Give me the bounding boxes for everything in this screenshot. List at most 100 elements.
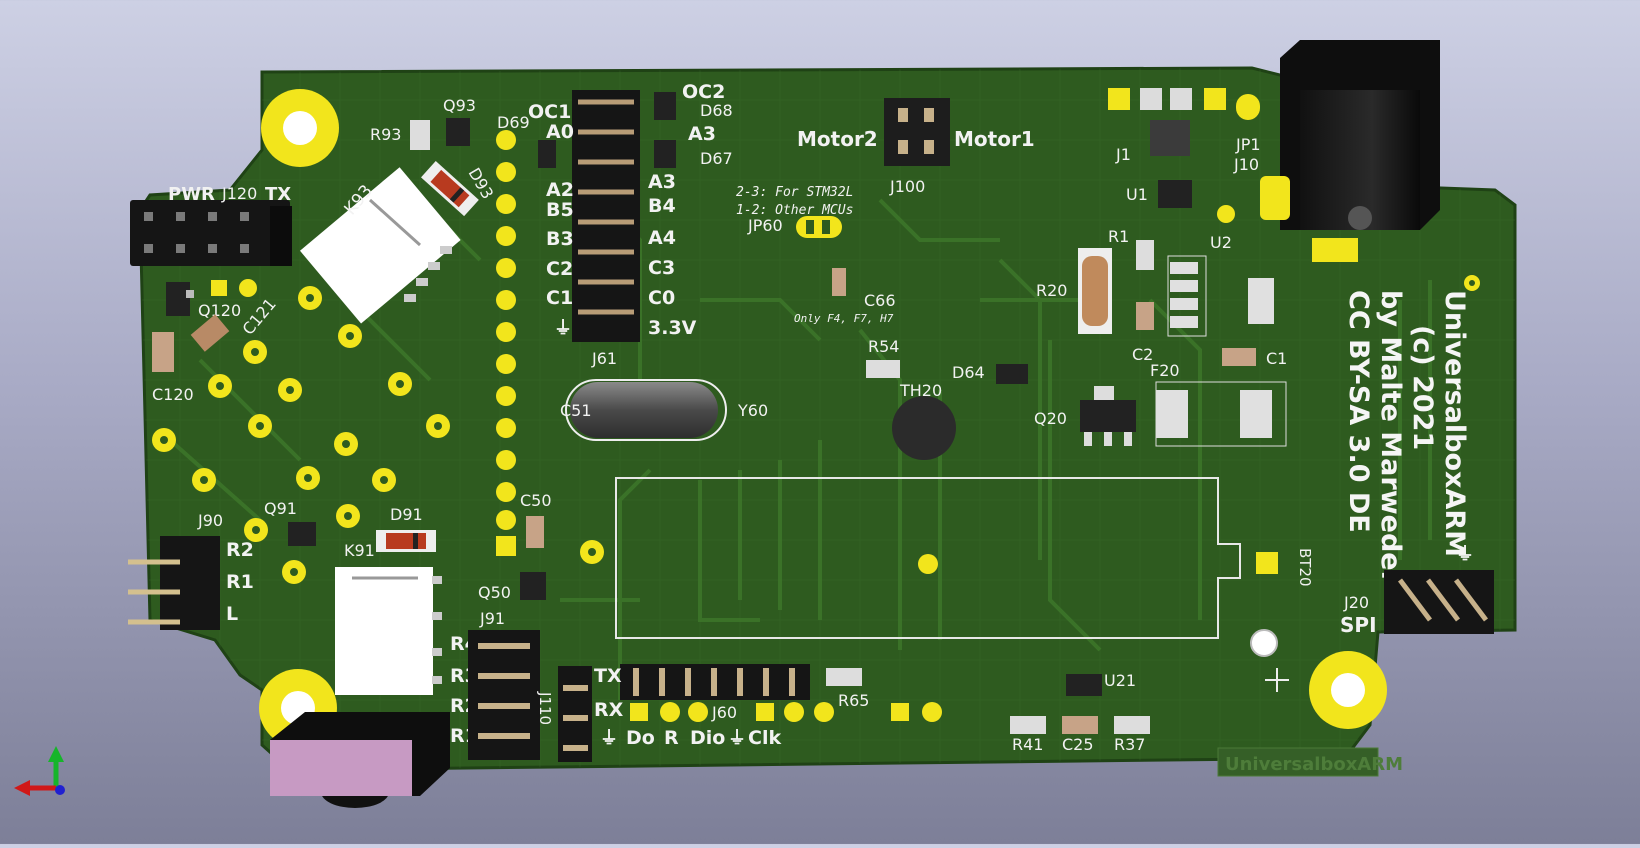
corner-label: UniversalboxARM [1217,747,1403,777]
label-j100: J100 [889,177,925,196]
label-j1: J1 [1115,145,1131,164]
label-d68: D68 [700,101,733,120]
ic-u1 [1158,180,1192,208]
label-a2: A2 [546,179,574,201]
axis-gizmo [14,746,65,796]
label-b3: B3 [546,228,574,250]
ic-u2 [1167,255,1274,337]
label-y60: Y60 [737,401,768,420]
label-j90-l: L [226,603,238,625]
label-a4: A4 [648,227,676,249]
label-c2: C2 [546,258,573,280]
label-c0: C0 [648,287,675,309]
label-pwr: PWR [168,184,215,205]
label-c3: C3 [648,257,675,279]
label-tx-top: TX [265,184,291,205]
label-dio: Dio [690,727,725,749]
cap-c25 [1062,716,1098,734]
cap-c50 [526,516,544,548]
pad [1256,552,1278,574]
label-r54: R54 [868,337,899,356]
header-j120[interactable] [130,200,292,266]
header-j91[interactable] [468,630,540,760]
label-c51: C51 [560,401,592,420]
diode-d67 [654,140,676,168]
header-j100[interactable] [884,98,950,166]
header-j60[interactable] [620,664,810,700]
label-j90-r1: R1 [226,571,254,593]
label-j90-r2: R2 [226,539,254,561]
label-3v3: 3.3V [648,317,697,339]
dc-jack-j10[interactable] [1260,40,1440,262]
diode-d93 [421,161,479,217]
resistor-r37 [1114,716,1150,734]
header-j90[interactable] [128,536,220,630]
label-j10: J10 [1233,155,1259,174]
label-d91: D91 [390,505,423,524]
label-c25: C25 [1062,735,1094,754]
diode-d68 [654,92,676,120]
label-oc1: OC1 [528,101,571,123]
label-q50: Q50 [478,583,511,602]
jumper-jp1[interactable] [1236,94,1260,120]
j60-pads [630,702,942,722]
label-j20: J20 [1343,593,1369,612]
connector-j1[interactable] [1108,88,1226,156]
label-th20: TH20 [899,381,942,400]
resistor-r54 [866,360,900,378]
label-c1: C1 [546,287,573,309]
title-line-1: UniversalboxARM [1439,290,1470,557]
label-spi: SPI [1340,613,1377,637]
label-jp1: JP1 [1235,135,1261,154]
label-gnd-spi: ⏚ [1456,544,1474,565]
label-r: R [664,727,679,749]
label-r65: R65 [838,691,869,710]
label-a3: A3 [688,123,716,145]
header-j61[interactable] [572,90,640,342]
label-c120: C120 [152,385,194,404]
label-u21: U21 [1104,671,1136,690]
label-a0: A0 [546,121,574,143]
label-q93: Q93 [443,96,476,115]
cap-note: Only F4, F7, H7 [794,312,894,325]
label-c2: C2 [1132,345,1153,364]
label-motor2: Motor2 [797,127,878,151]
label-j61: J61 [591,349,617,368]
cap-c120 [152,332,174,372]
title-line-3: by Malte Marwedel [1375,290,1406,580]
label-b4: B4 [648,195,676,217]
label-c1: C1 [1266,349,1287,368]
cap-c1 [1222,348,1256,366]
buzzer-block [270,712,450,808]
cap-c2 [1136,302,1154,330]
label-rx: RX [594,699,624,721]
label-jp60: JP60 [747,216,783,235]
pcb-board [138,66,1517,772]
relay-k91 [335,567,442,695]
label-q120: Q120 [198,301,241,320]
svg-text:UniversalboxARM: UniversalboxARM [1225,754,1403,775]
header-j20[interactable] [1384,570,1494,634]
label-gnd-1: ⏚ [600,728,618,749]
label-bt20: BT20 [1296,548,1314,587]
ic-u21 [1066,674,1102,696]
header-j110[interactable] [558,666,592,762]
transistor-q50 [520,572,546,600]
label-k91: K91 [344,541,375,560]
label-gnd-j61: ⏚ [554,318,572,339]
component-q120 [166,282,194,316]
cap-c66 [832,268,846,296]
label-b5: B5 [546,199,574,221]
label-d67: D67 [700,149,733,168]
diode-d91 [376,530,436,552]
label-r93: R93 [370,125,401,144]
label-c50: C50 [520,491,552,510]
transistor-q91 [288,522,316,546]
jumper-jp60[interactable] [796,216,842,238]
label-r20: R20 [1036,281,1067,300]
label-f20: F20 [1150,361,1180,380]
label-q20: Q20 [1034,409,1067,428]
label-u1: U1 [1126,185,1148,204]
